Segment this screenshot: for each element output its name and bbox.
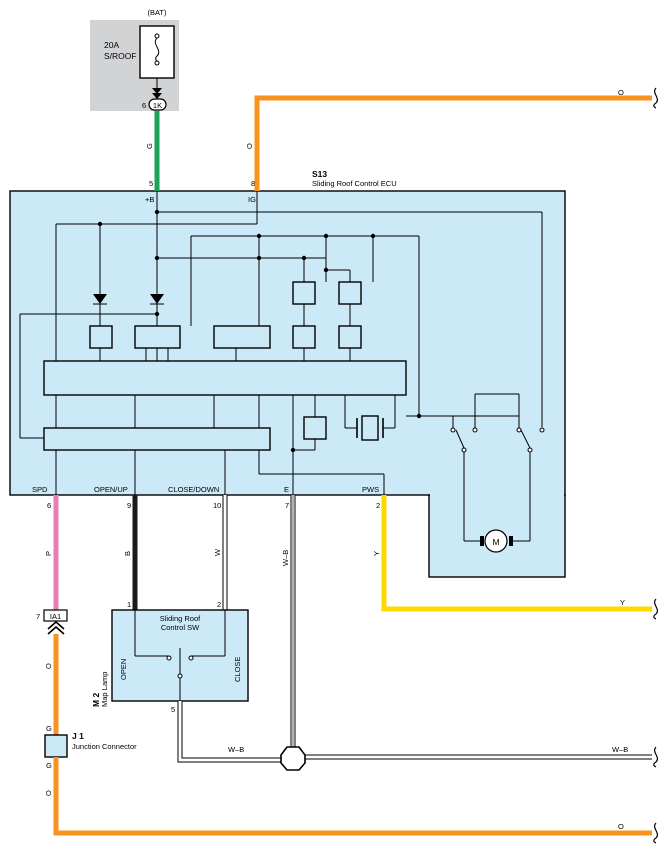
ecu-pin-e-number: 7 <box>285 501 289 510</box>
ecu-box <box>9 190 566 496</box>
ecu-pin-ig-label: IG <box>248 195 256 204</box>
wire-orange-bottom <box>53 757 652 836</box>
wire-label-w: W <box>213 548 222 556</box>
wire-label-wb-right: W–B <box>612 745 628 754</box>
switch-contacts <box>134 610 226 701</box>
wire-label-wb-left: W–B <box>228 745 244 754</box>
connector-1k <box>148 98 167 111</box>
relay-coil-2 <box>338 281 362 305</box>
switch-location: Map Lamp <box>100 672 109 707</box>
fuse-icon <box>154 37 160 62</box>
ecu-pin-pws-label: PWS <box>362 485 379 494</box>
switch-pin-5: 5 <box>171 705 175 714</box>
switch-code: M 2 <box>91 693 101 707</box>
wire-yellow <box>381 495 652 612</box>
j1-bottom-wire: G <box>46 761 52 770</box>
wire-label-p: P <box>44 551 53 556</box>
j1-name: Junction Connector <box>72 742 137 751</box>
ecu-pin-spd-label: SPD <box>32 485 48 494</box>
ecu-internal-circuit: M <box>19 191 545 553</box>
junction-connector-j1 <box>44 734 68 758</box>
motor-label: M <box>492 537 499 547</box>
switch-open-label: OPEN <box>119 659 128 680</box>
ecu-pin-spd-number: 6 <box>47 501 51 510</box>
ecu-pin-e-label: E <box>284 485 289 494</box>
crystal-oscillator-icon <box>344 395 396 441</box>
continuation-icon <box>653 822 659 844</box>
fuse-amp: 20A <box>104 40 119 50</box>
wire-label-b: B <box>123 551 132 556</box>
ecu-pin-openup-label: OPEN/UP <box>94 485 128 494</box>
j1-top-wire: G <box>46 724 52 733</box>
ecu-pin-pws-number: 2 <box>376 501 380 510</box>
bat-label: (BAT) <box>147 8 167 17</box>
ecu-pin-openup-number: 9 <box>127 501 131 510</box>
connector-1k-pin: 6 <box>142 101 146 110</box>
continuation-icon <box>653 746 659 768</box>
continuation-icon <box>653 87 659 109</box>
wire-orange-ig <box>254 95 652 191</box>
wire-label-o-top-right: O <box>618 88 624 97</box>
ecu-pin-closedown-label: CLOSE/DOWN <box>168 485 219 494</box>
fuse-block: (BAT) 20A S/ROOF 1K 6 <box>90 8 179 111</box>
ecu-pin-closedown-number: 10 <box>213 501 221 510</box>
ecu-pin-b-label: +B <box>145 195 154 204</box>
ecu-pin-b-number: 5 <box>149 179 153 188</box>
wire-label-y: Y <box>372 551 381 556</box>
switch-pin-2: 2 <box>217 600 221 609</box>
ground-junction-icon <box>280 746 306 771</box>
wire-label-y-right: Y <box>620 598 625 607</box>
wire-label-o-bottom-right: O <box>618 822 624 831</box>
continuation-icon <box>653 598 659 620</box>
wire-label-g: G <box>145 143 154 149</box>
motor-icon: M <box>480 529 513 553</box>
switch-title-line1: Sliding Roof <box>160 614 201 623</box>
connector-1k-label: 1K <box>153 101 162 110</box>
diode-icon <box>93 294 107 304</box>
wire-label-wb: W–B <box>281 550 290 566</box>
switch-close-label: CLOSE <box>233 657 242 682</box>
circuit-block <box>213 325 271 349</box>
connector-ia1 <box>43 609 68 622</box>
connector-ia1-pin: 7 <box>36 612 40 621</box>
switch-title-line2: Control SW <box>161 623 200 632</box>
ecu-name: Sliding Roof Control ECU <box>312 179 397 188</box>
wire-label-o-j1: O <box>44 790 53 796</box>
connector-ia1-label: IA1 <box>50 612 61 621</box>
ecu-code: S13 <box>312 169 327 179</box>
j1-code: J 1 <box>72 731 84 741</box>
wire-label-o-ia1: O <box>44 663 53 669</box>
fuse-name: S/ROOF <box>104 51 137 61</box>
ecu-pin-ig-number: 8 <box>251 179 255 188</box>
relay-contact <box>520 429 531 449</box>
relay-contact <box>455 429 465 449</box>
wire-label-o-ig: O <box>245 143 254 149</box>
circuit-block <box>89 325 113 349</box>
ecu-ic-main <box>43 360 407 396</box>
switch-pin-1: 1 <box>127 600 131 609</box>
relay-coil-1 <box>292 281 316 305</box>
ecu-ic-lower <box>43 427 271 451</box>
diode-icon <box>150 294 164 304</box>
